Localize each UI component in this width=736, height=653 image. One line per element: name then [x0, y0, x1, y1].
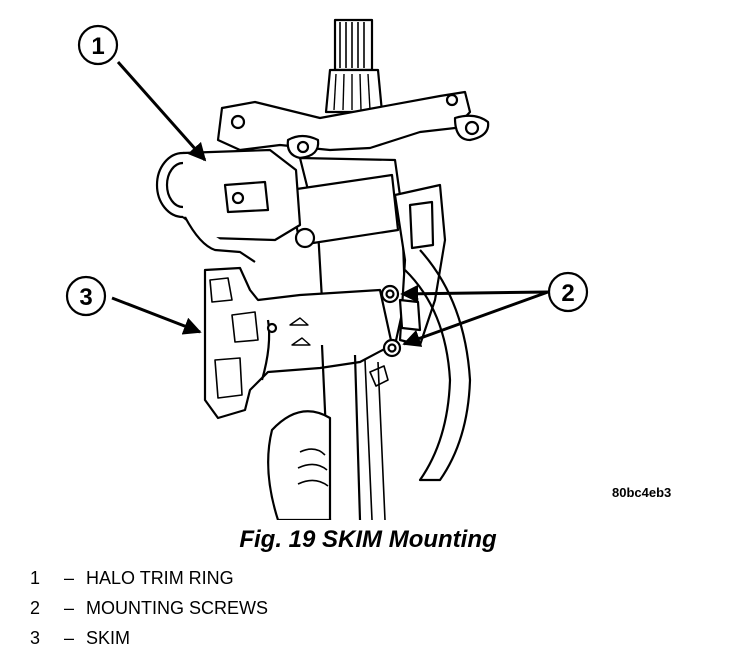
callout-2-arrow-upper: [400, 284, 549, 303]
image-code: 80bc4eb3: [612, 485, 672, 500]
legend-number: 2: [30, 598, 41, 618]
legend-item: 2 –MOUNTING SCREWS: [30, 593, 268, 623]
figure-caption: Fig. 19 SKIM Mounting: [239, 526, 497, 553]
callout-1: 1: [77, 24, 119, 66]
legend-item: 3 –SKIM: [30, 623, 268, 653]
callout-1-number: 1: [91, 33, 104, 60]
callout-3-arrow: [111, 296, 202, 335]
callout-2: 2: [547, 271, 589, 313]
legend-dash: –: [63, 598, 74, 618]
callout-2-number: 2: [561, 280, 574, 307]
skim-mounting-illustration: 1 2 3: [65, 18, 589, 520]
legend-dash: –: [63, 568, 74, 588]
legend-list: 1–HALO TRIM RING 2–MOUNTING SCREWS 3–SKI…: [30, 563, 268, 653]
legend-label: HALO TRIM RING: [86, 568, 234, 588]
legend-dash: –: [63, 628, 74, 648]
steering-column-drawing: [155, 18, 490, 520]
legend-number: 1: [30, 568, 41, 588]
legend-label: SKIM: [86, 628, 131, 648]
callout-arrows: [111, 61, 549, 347]
legend-item: 1 –HALO TRIM RING: [30, 563, 268, 593]
callout-3: 3: [65, 275, 107, 317]
callout-1-arrow: [116, 61, 207, 162]
legend-label: MOUNTING SCREWS: [86, 598, 268, 618]
legend-number: 3: [30, 628, 41, 648]
callout-3-number: 3: [79, 284, 92, 311]
callout-2-arrow-lower: [402, 290, 549, 347]
